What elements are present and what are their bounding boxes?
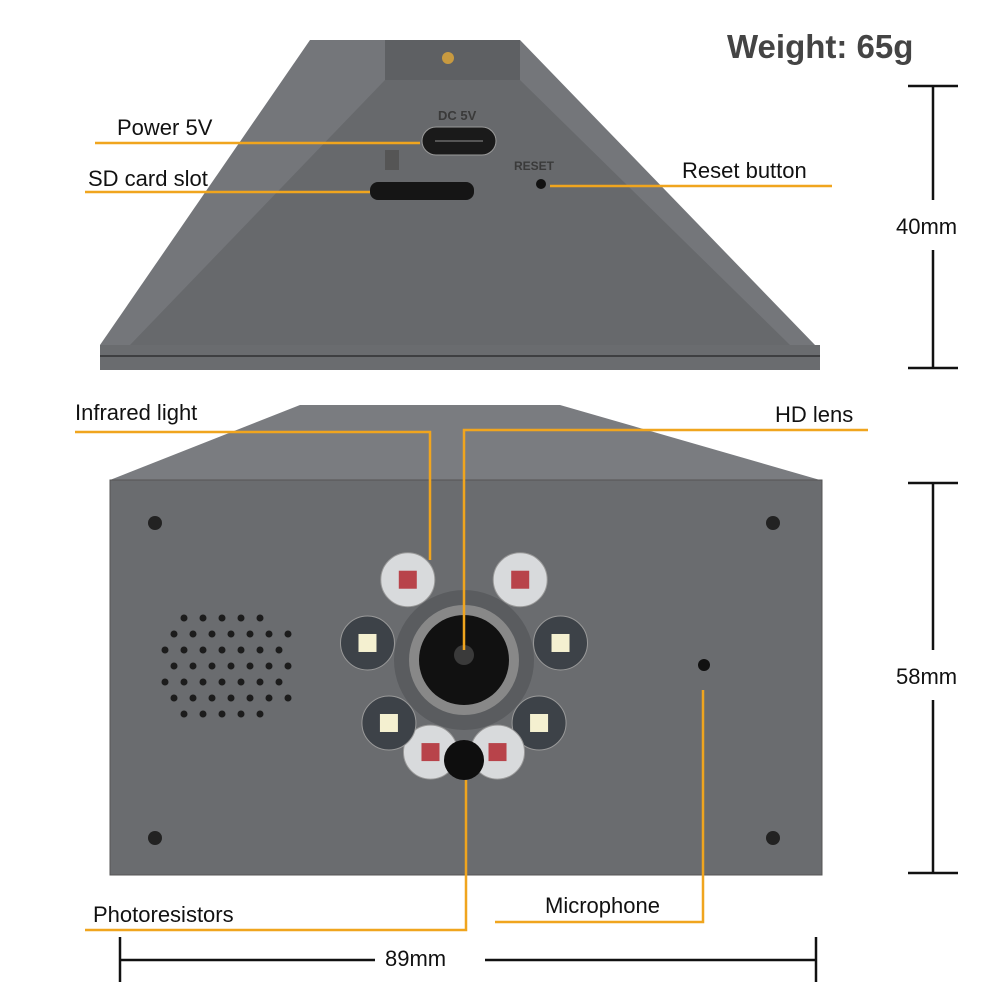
- led-chip: [511, 570, 530, 589]
- speaker-hole: [180, 710, 188, 718]
- speaker-hole: [265, 630, 273, 638]
- speaker-hole: [189, 630, 197, 638]
- led-chip: [358, 633, 377, 652]
- speaker-hole: [189, 694, 197, 702]
- speaker-hole: [256, 678, 264, 686]
- speaker-hole: [218, 614, 226, 622]
- speaker-hole: [237, 614, 245, 622]
- label-infrared-light: Infrared light: [75, 400, 198, 425]
- weight-label: Weight: 65g: [727, 28, 914, 65]
- speaker-hole: [218, 710, 226, 718]
- speaker-hole: [237, 646, 245, 654]
- label-microphone: Microphone: [545, 893, 660, 918]
- speaker-hole: [208, 630, 216, 638]
- sd-card-slot: [370, 182, 474, 200]
- speaker-hole: [199, 710, 207, 718]
- speaker-hole: [161, 646, 169, 654]
- speaker-hole: [227, 694, 235, 702]
- speaker-hole: [275, 678, 283, 686]
- speaker-hole: [208, 694, 216, 702]
- dimension-front-height: 58mm: [896, 664, 958, 689]
- speaker-hole: [237, 710, 245, 718]
- label-reset-button: Reset button: [682, 158, 807, 183]
- speaker-hole: [275, 646, 283, 654]
- callout-lines: [75, 141, 868, 932]
- speaker-hole: [170, 694, 178, 702]
- dimension-width: 89mm: [385, 946, 447, 971]
- speaker-hole: [199, 646, 207, 654]
- microphone-hole: [698, 659, 710, 671]
- speaker-hole: [161, 678, 169, 686]
- speaker-hole: [284, 662, 292, 670]
- label-power: Power 5V: [117, 115, 213, 140]
- speaker-hole: [227, 662, 235, 670]
- photoresistor: [444, 740, 484, 780]
- label-photoresistors: Photoresistors: [93, 902, 234, 927]
- led-chip: [488, 743, 507, 762]
- led-chip: [379, 713, 398, 732]
- speaker-hole: [218, 646, 226, 654]
- speaker-hole: [265, 694, 273, 702]
- speaker-hole: [199, 614, 207, 622]
- speaker-hole: [284, 694, 292, 702]
- speaker-hole: [180, 614, 188, 622]
- speaker-hole: [256, 646, 264, 654]
- speaker-hole: [237, 678, 245, 686]
- speaker-hole: [208, 662, 216, 670]
- led-chip: [551, 633, 570, 652]
- speaker-hole: [246, 694, 254, 702]
- dimension-lines: [118, 84, 958, 982]
- speaker-hole: [265, 662, 273, 670]
- reset-hole: [536, 179, 546, 189]
- speaker-hole: [170, 630, 178, 638]
- speaker-hole: [218, 678, 226, 686]
- led-chip: [398, 570, 417, 589]
- speaker-hole: [170, 662, 178, 670]
- speaker-hole: [246, 662, 254, 670]
- device-top-view: DC 5V RESET: [100, 40, 820, 370]
- speaker-hole: [284, 630, 292, 638]
- led-chip: [530, 713, 549, 732]
- speaker-grille: [161, 614, 292, 718]
- speaker-hole: [189, 662, 197, 670]
- led-chip: [421, 743, 440, 762]
- reset-print: RESET: [514, 159, 555, 173]
- mount-screw-hole: [442, 52, 454, 64]
- speaker-hole: [180, 646, 188, 654]
- speaker-hole: [246, 630, 254, 638]
- dimension-top-height: 40mm: [896, 214, 958, 239]
- label-hd-lens: HD lens: [775, 402, 854, 427]
- speaker-hole: [199, 678, 207, 686]
- label-sd-card-slot: SD card slot: [88, 166, 208, 191]
- speaker-hole: [227, 630, 235, 638]
- dc-5v-print: DC 5V: [438, 108, 477, 123]
- speaker-hole: [256, 710, 264, 718]
- speaker-hole: [256, 614, 264, 622]
- speaker-hole: [180, 678, 188, 686]
